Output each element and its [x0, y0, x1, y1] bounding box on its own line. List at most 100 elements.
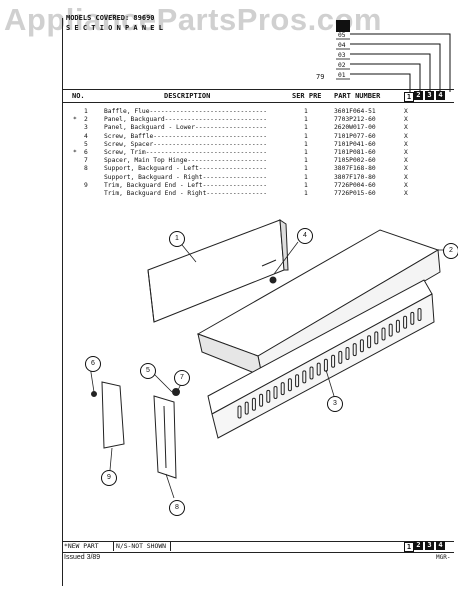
part-qty: 1 — [304, 165, 308, 173]
vent-slot — [359, 339, 364, 353]
part-number-index: 8 — [84, 165, 88, 173]
footer-code: MGR- — [436, 554, 451, 561]
rev-code: 05 — [338, 32, 346, 39]
header-ser-pre: SER PRE — [292, 92, 322, 100]
vent-slot — [309, 366, 314, 380]
part-id: 7105P002-60 — [334, 157, 376, 165]
vent-slot — [251, 397, 256, 411]
vent-slot — [381, 327, 386, 341]
part-id: 7726P015-60 — [334, 190, 376, 197]
vent-slot — [395, 319, 400, 333]
vent-slot — [316, 362, 321, 376]
part-id: 2620W017-00 — [334, 124, 376, 132]
part-x-mark: X — [404, 108, 408, 115]
part-x-mark: X — [404, 157, 408, 165]
vent-slot — [367, 335, 372, 349]
vent-slot — [273, 386, 278, 399]
part-id: 3601F064-51 — [334, 108, 376, 115]
column-box: 4 — [436, 91, 445, 100]
column-box: 2 — [414, 91, 423, 100]
part-x-mark: X — [404, 116, 408, 124]
part-id: 7703P212-60 — [334, 116, 376, 124]
part-number-index: 4 — [84, 132, 88, 140]
vent-slot — [287, 378, 292, 392]
part-x-mark: X — [404, 181, 408, 189]
header-no: NO. — [72, 92, 85, 100]
part-id: 7101P077-60 — [334, 132, 376, 140]
part-id: 7726P004-60 — [334, 181, 376, 189]
column-box: 1 — [404, 92, 414, 102]
part-number-index: 2 — [84, 116, 88, 124]
hardware — [91, 276, 277, 397]
part-description: Support, Backguard - Right--------------… — [104, 173, 268, 181]
vent-slot — [280, 382, 285, 396]
callout-2: 2 — [443, 243, 458, 259]
part-qty: 1 — [304, 157, 308, 165]
vent-slot — [374, 331, 379, 345]
footer-column-box: 4 — [436, 541, 445, 550]
part-x-mark: X — [404, 149, 408, 156]
callout-9: 9 — [101, 470, 117, 486]
page-frame — [62, 18, 455, 586]
callout-7: 7 — [174, 370, 190, 386]
header-description: DESCRIPTION — [164, 92, 211, 100]
vent-slot — [352, 343, 357, 357]
part-number-index: 1 — [84, 108, 88, 115]
vent-slot — [295, 374, 300, 388]
part-qty: 1 — [304, 108, 308, 115]
part-qty: 1 — [304, 124, 308, 132]
part-star: * — [73, 149, 77, 156]
part-x-mark: X — [404, 165, 408, 173]
part-number-index: 6 — [84, 149, 88, 156]
part-number-index: 3 — [84, 124, 88, 132]
baffle-screw — [269, 276, 277, 284]
vent-slots — [237, 308, 422, 419]
header-top-rule — [62, 89, 454, 90]
callout-6: 6 — [85, 356, 101, 372]
part-description: Trim, Backguard End - Left--------------… — [104, 181, 268, 189]
part-x-mark: X — [404, 173, 408, 181]
part-number-index: 5 — [84, 140, 88, 148]
part-description: Trim, Backguard End - Right-------------… — [104, 190, 268, 197]
rev-code: 01 — [338, 72, 346, 79]
section-label: S E C T I O N P A N E L — [66, 24, 163, 32]
part-qty: 1 — [304, 132, 308, 140]
vent-slot — [323, 358, 328, 372]
header-bottom-rule — [62, 102, 454, 103]
part-qty: 1 — [304, 173, 308, 181]
part-qty: 1 — [304, 149, 308, 156]
revision-number: 79 — [316, 73, 325, 81]
footer-column-box: 2 — [414, 541, 423, 550]
part-id: 3807F170-80 — [334, 173, 376, 181]
part-number-index: 7 — [84, 157, 88, 165]
vent-slot — [244, 401, 249, 415]
footer-issued: Issued 3/89 — [64, 554, 101, 561]
callout-1: 1 — [169, 231, 185, 247]
part-x-mark: X — [404, 140, 408, 148]
vent-slot — [388, 323, 393, 337]
vent-slot — [266, 389, 271, 403]
rev-code: 04 — [338, 42, 346, 49]
part-description: Screw, Spacer---------------------------… — [104, 140, 268, 148]
trim-end-left — [101, 381, 125, 449]
vent-slot — [259, 393, 264, 407]
callout-4: 4 — [297, 228, 313, 244]
part-x-mark: X — [404, 190, 408, 197]
trim-screw — [91, 391, 97, 397]
exploded-parts-diagram — [89, 219, 448, 499]
part-description: Screw, Baffle---------------------------… — [104, 132, 268, 140]
vent-slot — [237, 405, 242, 419]
part-x-mark: X — [404, 124, 408, 132]
part-qty: 1 — [304, 140, 308, 148]
part-qty: 1 — [304, 181, 308, 189]
vent-slot — [410, 311, 415, 325]
models-label: MODELS COVERED: 89690 — [66, 14, 155, 22]
part-description: Support, Backguard - Left---------------… — [104, 165, 268, 173]
part-id: 7101P081-60 — [334, 149, 376, 156]
vent-slot — [331, 354, 336, 368]
part-id: 7101P041-60 — [334, 140, 376, 148]
part-description: Panel, Backguard------------------------… — [104, 116, 268, 124]
footer-new-part: *NEW PART — [64, 542, 99, 550]
watermark: AppliancePartsPros.com — [4, 2, 382, 37]
rev-code: 02 — [338, 62, 346, 69]
